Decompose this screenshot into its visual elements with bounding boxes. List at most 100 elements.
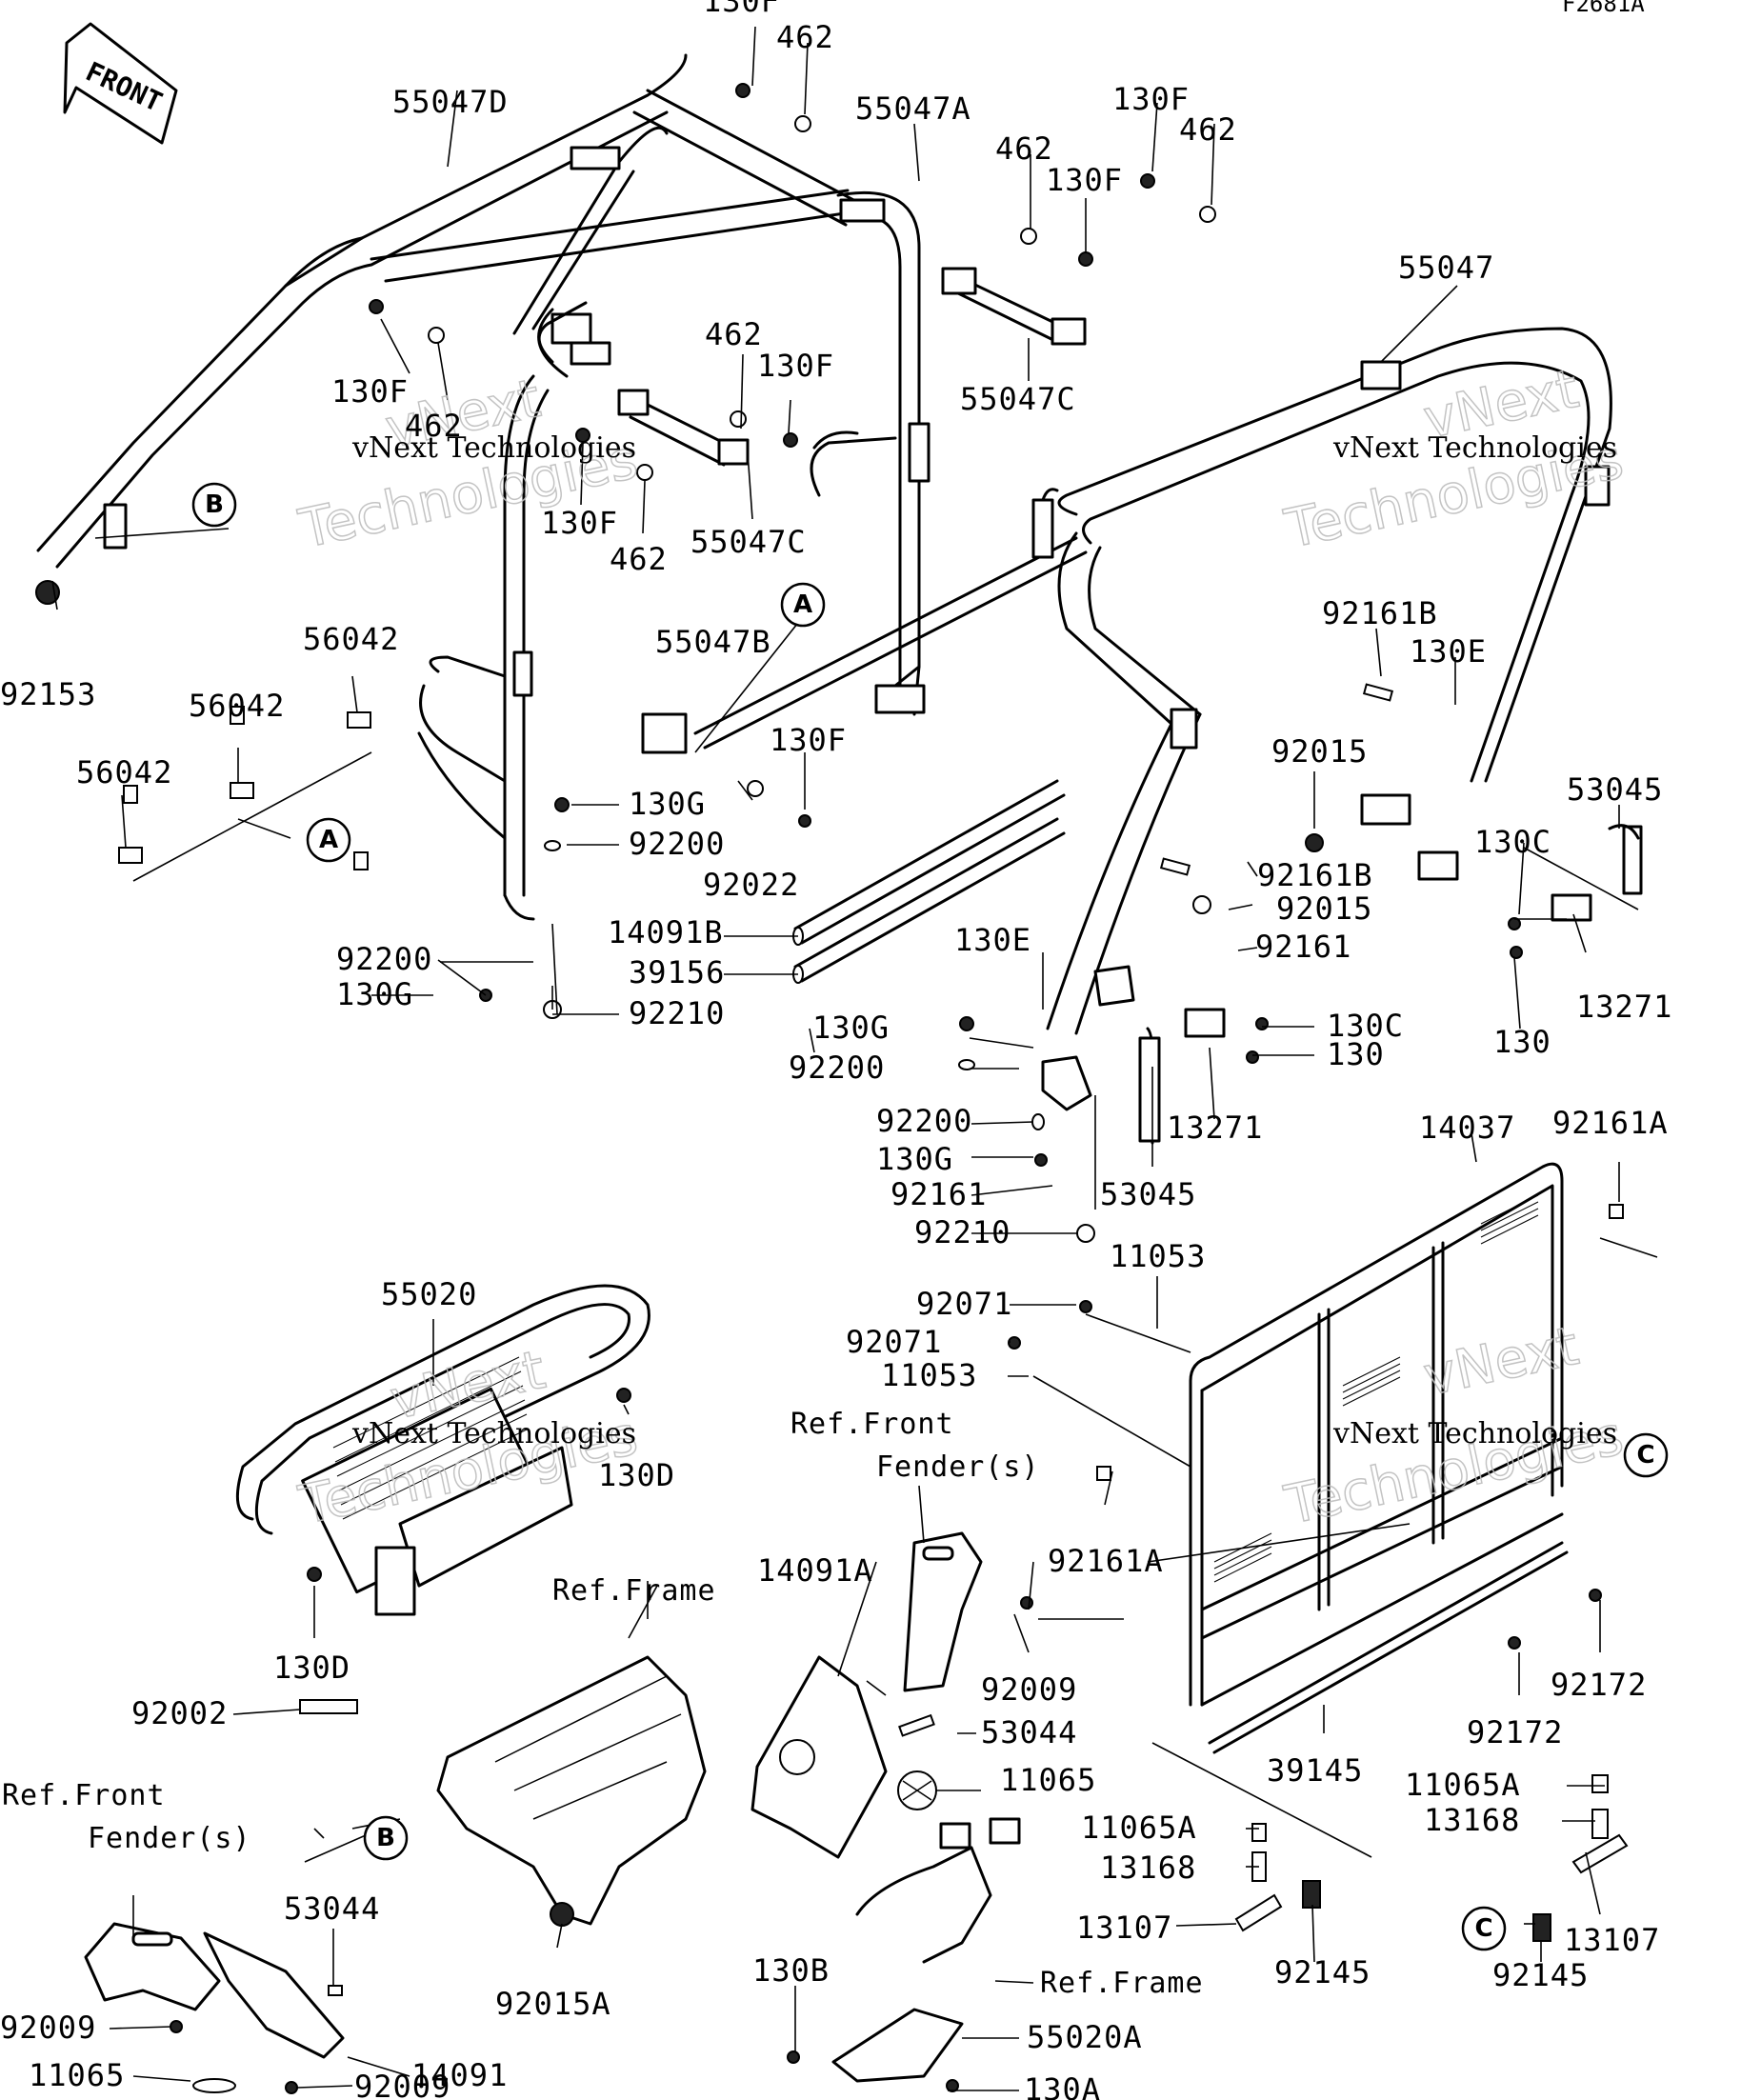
label-130G: 130G	[812, 1010, 890, 1046]
label-462: 462	[776, 19, 834, 55]
label-13271: 13271	[1576, 989, 1672, 1025]
cover-14091	[203, 1931, 345, 2059]
callout-a-1: A	[780, 582, 826, 628]
label-11065A: 11065A	[1405, 1767, 1521, 1803]
label-53044: 53044	[981, 1714, 1077, 1750]
label-462: 462	[405, 408, 463, 444]
lower-mount-rear	[1041, 965, 1135, 1111]
label-11065: 11065	[29, 2057, 125, 2093]
callout-b-1: B	[191, 482, 237, 528]
label-13271: 13271	[1167, 1110, 1263, 1146]
callout-a-2: A	[306, 817, 351, 863]
front-arrow-icon: FRONT	[63, 22, 178, 145]
svg-text:vNext Technologies: vNext Technologies	[351, 431, 636, 465]
step-55020A	[831, 1817, 1021, 2083]
cover-14091A	[750, 1655, 888, 1859]
svg-text:A: A	[319, 826, 338, 854]
svg-text:vNext Technologies: vNext Technologies	[1332, 431, 1617, 465]
label-53044: 53044	[284, 1890, 380, 1927]
label-130F: 130F	[1046, 162, 1123, 198]
label-130B: 130B	[752, 1952, 830, 1989]
latch-bracket-13271-a	[1138, 1008, 1226, 1145]
label-11053: 11053	[1110, 1238, 1206, 1274]
label-92172: 92172	[1467, 1714, 1563, 1750]
ref-front-fender: Ref.Front	[2, 1779, 166, 1812]
label-92009: 92009	[0, 2010, 96, 2046]
roll-cage-side-left	[417, 650, 533, 840]
label-130A: 130A	[1024, 2071, 1101, 2100]
svg-text:vNext Technologies: vNext Technologies	[1332, 1417, 1617, 1450]
leader-lines	[51, 26, 1658, 2091]
cover-right-fender	[903, 1531, 983, 1692]
label-11065: 11065	[1000, 1762, 1096, 1798]
label-92015A: 92015A	[495, 1986, 611, 2022]
label-53045: 53045	[1100, 1176, 1196, 1212]
label-56042: 56042	[76, 754, 172, 790]
callout-b-2: B	[363, 1815, 409, 1861]
label-130D: 130D	[598, 1457, 675, 1493]
label-14091B: 14091B	[608, 914, 724, 950]
label-55047A: 55047A	[855, 90, 971, 127]
label-55047B: 55047B	[655, 624, 771, 660]
label-130: 130	[1327, 1036, 1385, 1072]
callout-c-2: C	[1461, 1906, 1507, 1951]
label-14091: 14091	[411, 2057, 508, 2093]
label-55020A: 55020A	[1027, 2019, 1143, 2055]
label-130F: 130F	[770, 722, 847, 758]
label-92161: 92161	[1255, 929, 1351, 965]
label-92200: 92200	[789, 1050, 885, 1086]
label-92172: 92172	[1551, 1667, 1647, 1703]
label-130C: 130C	[1327, 1008, 1404, 1044]
grommet-11065-a	[897, 1770, 937, 1810]
ref-frame: Ref.Frame	[552, 1574, 716, 1608]
label-462: 462	[705, 316, 763, 352]
svg-text:A: A	[793, 590, 812, 619]
label-55047C: 55047C	[690, 524, 807, 560]
svg-text:C: C	[1636, 1441, 1654, 1470]
svg-text:B: B	[205, 490, 224, 519]
front-fender-ref-2	[84, 1922, 221, 2011]
label-92161A: 92161A	[1552, 1105, 1669, 1141]
label-55047D: 55047D	[392, 84, 509, 120]
label-92002: 92002	[131, 1695, 228, 1731]
label-92161A: 92161A	[1048, 1543, 1164, 1579]
label-92161B: 92161B	[1322, 595, 1438, 631]
mount-bracket-92161	[1360, 793, 1459, 881]
svg-text:B: B	[376, 1824, 395, 1852]
diagram-code: F2681A	[1562, 0, 1645, 17]
rear-gate-14037	[1189, 1162, 1564, 1707]
label-130F: 130F	[1112, 81, 1190, 117]
label-13107: 13107	[1564, 1922, 1660, 1958]
label-39156: 39156	[629, 954, 725, 990]
callout-c-1: C	[1623, 1432, 1669, 1478]
label-13107: 13107	[1076, 1910, 1172, 1946]
label-53045: 53045	[1567, 771, 1663, 808]
label-462: 462	[995, 130, 1053, 167]
label-130C: 130C	[1474, 824, 1551, 860]
brace-55047B	[641, 488, 1088, 754]
label-11053: 11053	[881, 1357, 977, 1393]
label-13168: 13168	[1100, 1850, 1196, 1886]
ref-front-fender: Fender(s)	[876, 1450, 1040, 1484]
label-92071: 92071	[916, 1286, 1012, 1322]
label-130G: 130G	[876, 1141, 953, 1177]
hardware-pins	[299, 1204, 1629, 1996]
svg-text:vNext Technologies: vNext Technologies	[351, 1417, 636, 1450]
label-92145: 92145	[1492, 1957, 1589, 1993]
tube-39156	[792, 817, 1066, 984]
watermark-4: vNext Technologies vNext Technologies	[1279, 1314, 1630, 1537]
label-92145: 92145	[1274, 1954, 1371, 1990]
label-39145: 39145	[1267, 1752, 1363, 1789]
label-56042: 56042	[189, 688, 285, 724]
label-55047: 55047	[1398, 250, 1494, 286]
label-130F: 130F	[331, 373, 409, 410]
label-130G: 130G	[336, 976, 413, 1012]
label-55047C: 55047C	[960, 381, 1076, 417]
label-92200: 92200	[336, 941, 432, 977]
label-462: 462	[610, 541, 668, 577]
label-11065A: 11065A	[1081, 1810, 1197, 1846]
label-92015: 92015	[1276, 890, 1372, 927]
label-130F: 130F	[541, 505, 618, 541]
label-14037: 14037	[1419, 1110, 1515, 1146]
